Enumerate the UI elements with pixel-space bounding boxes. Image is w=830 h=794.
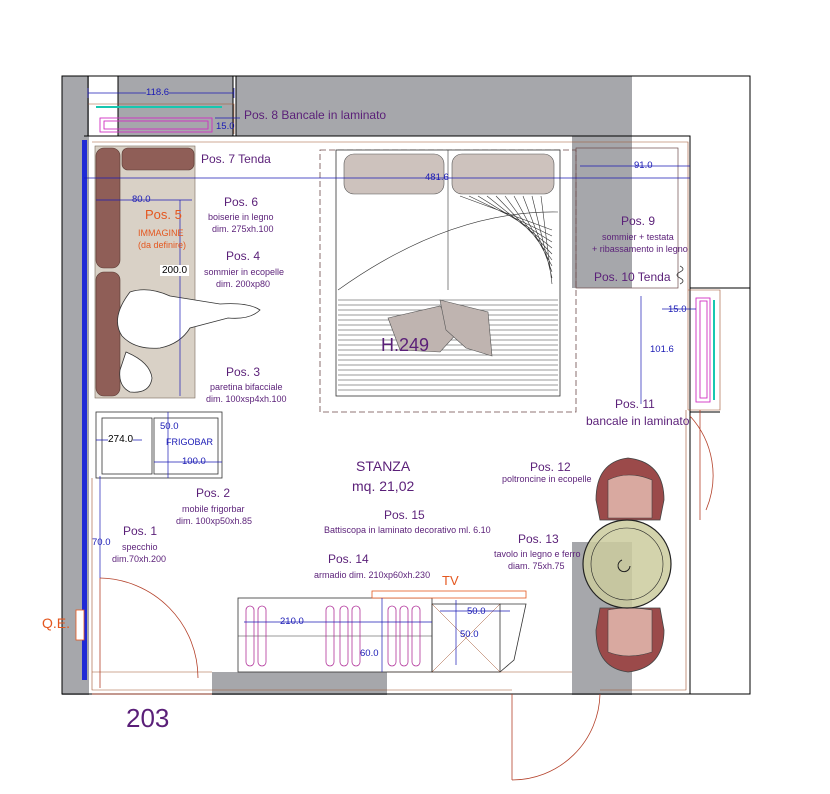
- dim-50-fridge: 50.0: [160, 421, 179, 432]
- pos12-line1: poltroncine in ecopelle: [502, 474, 592, 484]
- pos9-line2: + ribassamento in legno: [592, 244, 688, 254]
- dim-80: 80.0: [132, 194, 151, 205]
- pos4-line2: dim. 200xp80: [216, 279, 271, 289]
- dim-118: 118.6: [146, 87, 170, 98]
- tv-label: TV: [442, 573, 459, 588]
- pos3-line1: paretina bifacciale: [210, 382, 283, 392]
- doors: [92, 410, 714, 781]
- dim-50-tv-h: 50.0: [467, 606, 486, 617]
- hanger: [339, 605, 349, 667]
- dim-101: 101.6: [650, 344, 674, 355]
- dim-70: 70.0: [92, 537, 111, 548]
- sommier-testata: [575, 147, 679, 289]
- pos9-title: Pos. 9: [621, 214, 656, 228]
- dim-91: 91.0: [634, 160, 653, 171]
- dim-100: 100.0: [182, 456, 206, 467]
- pos13-line2: diam. 75xh.75: [508, 561, 565, 571]
- pos6-line2: dim. 275xh.100: [212, 224, 274, 234]
- pos9-line1: sommier + testata: [602, 232, 674, 242]
- pos1-line1: specchio: [122, 542, 158, 552]
- pos11-line1: bancale in laminato: [586, 414, 690, 428]
- pos2-line1: mobile frigorbar: [182, 504, 245, 514]
- pos15-title: Pos. 15: [384, 508, 425, 522]
- dim-200: 200.0: [160, 265, 190, 276]
- hanger: [399, 605, 409, 667]
- pos13-title: Pos. 13: [518, 532, 559, 546]
- dim-50-tv-v: 50.0: [460, 629, 479, 640]
- dim-15-right: 15.0: [668, 304, 687, 315]
- hanger: [257, 605, 267, 667]
- hanger: [325, 605, 335, 667]
- room-number: 203: [126, 703, 170, 733]
- pos15-line1: Battiscopa in laminato decorativo ml. 6.…: [324, 525, 491, 535]
- window-right: [695, 297, 715, 403]
- qe-panel: [75, 609, 85, 641]
- immagine-label: IMMAGINE: [138, 228, 184, 238]
- table-and-chairs: [582, 457, 672, 673]
- wardrobe-hangers: [245, 605, 421, 667]
- pos10-title: Pos. 10 Tenda: [594, 270, 671, 284]
- armchair-sketch: [117, 289, 261, 393]
- pos12-title: Pos. 12: [530, 460, 571, 474]
- pos2-line2: dim. 100xp50xh.85: [176, 516, 253, 526]
- tv-unit: [371, 590, 527, 599]
- hanger: [351, 605, 361, 667]
- pos6-title: Pos. 6: [224, 195, 259, 209]
- immagine-note: (da definire): [138, 240, 187, 250]
- pos3-line2: dim. 100xsp4xh.100: [206, 394, 287, 404]
- dim-274: 274.0: [108, 434, 134, 445]
- qe-label: Q.E.: [42, 615, 71, 631]
- pos8-title: Pos. 8 Bancale in laminato: [244, 108, 387, 122]
- hanger: [387, 605, 397, 667]
- frigobar-unit: [95, 411, 223, 479]
- pos11-title: Pos. 11: [615, 397, 655, 411]
- pos2-title: Pos. 2: [196, 486, 231, 500]
- pos7-title: Pos. 7 Tenda: [201, 152, 271, 166]
- hanger: [411, 605, 421, 667]
- window-top: [96, 106, 222, 133]
- dim-15-top: 15.0: [216, 121, 235, 132]
- room-area: mq. 21,02: [352, 478, 415, 494]
- bed: [319, 149, 577, 413]
- pos1-title: Pos. 1: [123, 524, 158, 538]
- curtain-icon: [676, 265, 684, 285]
- ceiling-height: H.249: [381, 335, 430, 355]
- pos6-line1: boiserie in legno: [208, 212, 274, 222]
- pos14-title: Pos. 14: [328, 552, 369, 566]
- pos14-line1: armadio dim. 210xp60xh.230: [314, 570, 431, 580]
- pos3-title: Pos. 3: [226, 365, 261, 379]
- pos4-title: Pos. 4: [226, 249, 261, 263]
- pos4-line1: sommier in ecopelle: [204, 267, 285, 277]
- room-name: STANZA: [356, 458, 411, 474]
- dim-60: 60.0: [360, 648, 379, 659]
- pos1-line2: dim.70xh.200: [112, 554, 167, 564]
- dim-481: 481.6: [425, 172, 449, 183]
- mirror-strip: [82, 140, 87, 680]
- pos13-line1: tavolo in legno e ferro: [494, 549, 581, 559]
- dim-210: 210.0: [280, 616, 304, 627]
- hanger: [245, 605, 255, 667]
- frigobar-label: FRIGOBAR: [166, 437, 214, 447]
- pos5-label: Pos. 5: [145, 207, 182, 222]
